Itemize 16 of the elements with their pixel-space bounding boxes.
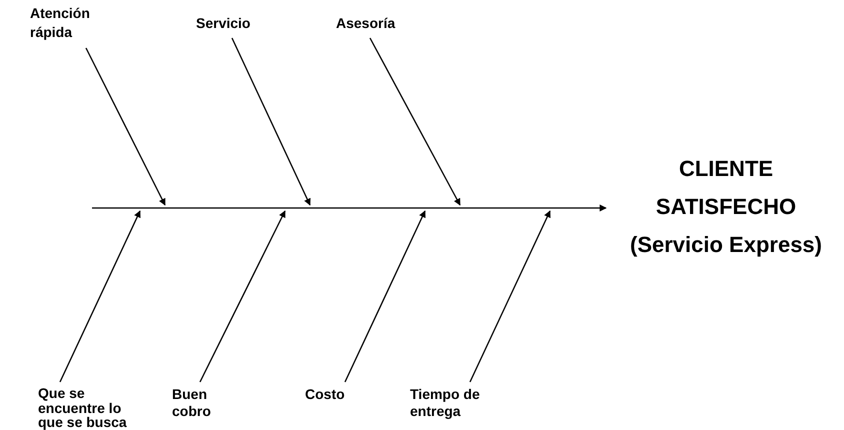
cause-arrow bbox=[369, 38, 461, 206]
cause-label: Que se encuentre lo que se busca bbox=[38, 386, 132, 430]
cause-label: Asesoría bbox=[336, 14, 402, 33]
cause-arrow bbox=[344, 210, 426, 382]
cause-arrow bbox=[85, 48, 166, 206]
cause-label: Servicio bbox=[196, 14, 262, 33]
cause-arrow bbox=[231, 38, 311, 206]
cause-label: Buen cobro bbox=[172, 386, 218, 420]
cause-label: Tiempo de entrega bbox=[410, 386, 502, 420]
cause-label: Atención rápida bbox=[30, 4, 102, 42]
cause-arrow bbox=[199, 210, 286, 382]
effect-label: CLIENTE SATISFECHO (Servicio Express) bbox=[612, 150, 840, 264]
cause-label: Costo bbox=[305, 386, 351, 403]
cause-arrow bbox=[469, 210, 551, 382]
spine-arrow bbox=[92, 204, 607, 212]
cause-arrow bbox=[59, 210, 141, 382]
